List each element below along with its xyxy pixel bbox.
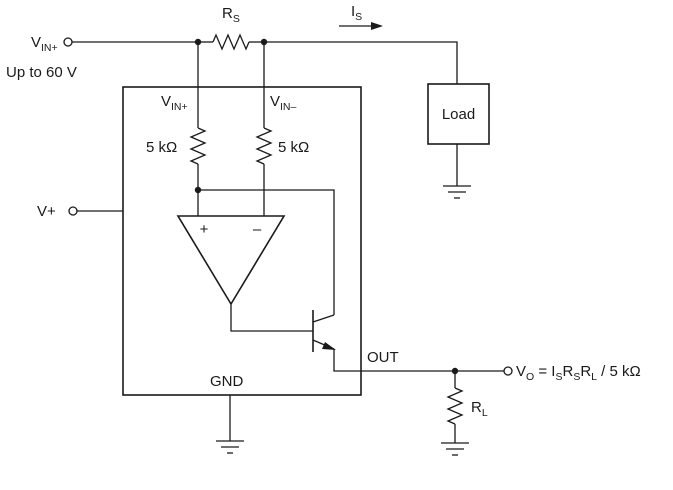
resistor-5k-right [255,127,273,165]
vin-plus-terminal [63,37,73,47]
load-resistor-rl [446,387,464,425]
is-label: IS [351,3,362,23]
op-amp-plus-sign: + [200,221,209,238]
rs-label: RS [222,5,240,25]
rl-label: RL [471,399,488,419]
out-wire [333,349,504,372]
load-label: Load [442,106,475,123]
feedback-wire [198,189,335,315]
load-supply-wire [264,41,458,84]
vin-plus-label: VIN+ [31,34,58,54]
rl-ground-symbol [441,442,469,456]
vo-terminal [503,366,513,376]
vo-equation: VO = ISRSRL / 5 kΩ [516,363,641,383]
vin-minus-pin-label: VIN– [270,93,297,113]
vin-range-label: Up to 60 V [6,64,77,81]
ic-package [122,86,362,396]
load-box [427,83,490,145]
opamp-output-wire [230,304,313,332]
gnd-label: GND [210,373,244,390]
current-arrow-head [371,22,383,30]
resistor-left-value: 5 kΩ [146,139,177,156]
resistor-5k-left [189,127,207,165]
sense-resistor-rs [212,33,250,51]
op-amp [176,215,286,306]
vin-plus-pin-label: VIN+ [161,93,188,113]
output-transistor [312,310,336,352]
vplus-terminal [68,206,78,216]
out-label: OUT [367,349,399,366]
vplus-label: V+ [37,203,56,220]
op-amp-minus-sign: – [253,221,262,238]
resistor-right-value: 5 kΩ [278,139,309,156]
load-ground-symbol [443,185,471,199]
ic-ground-symbol [216,440,244,454]
